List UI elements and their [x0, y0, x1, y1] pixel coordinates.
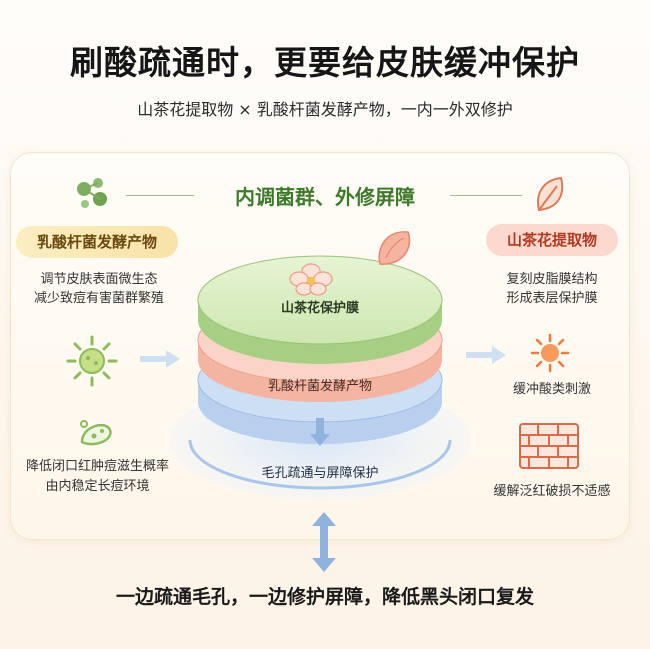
- header-divider-left: [126, 195, 194, 196]
- camellia-petal-icon: [378, 231, 411, 265]
- right-desc-1-line-1: 复刻皮脂膜结构: [506, 272, 598, 287]
- page-subtitle: 山茶花提取物 × 乳酸杆菌发酵产物，一内一外双修护: [137, 100, 513, 119]
- pill-lactobacillus: 乳酸杆菌发酵产物: [16, 226, 178, 258]
- page-title: 刷酸疏通时，更要给皮肤缓冲保护: [70, 43, 580, 82]
- right-desc-1-line-2: 形成表层保护膜: [506, 291, 598, 306]
- brick-wall-icon: [519, 423, 579, 469]
- left-desc-1-line-1: 调节皮肤表面微生态: [40, 272, 158, 287]
- layer-label-top: 山茶花保护膜: [280, 301, 359, 316]
- camellia-flower-icon: [289, 263, 333, 296]
- right-desc-2: 缓冲酸类刺激: [512, 382, 591, 397]
- header-divider-right: [450, 195, 522, 196]
- double-arrow-icon: [312, 512, 336, 572]
- arrow-right-right: [466, 346, 506, 364]
- layer-label-middle: 乳酸杆菌发酵产物: [267, 379, 372, 394]
- bacteria-cluster-icon: [77, 178, 107, 208]
- right-desc-3: 缓解泛红破损不适感: [493, 484, 611, 499]
- footer-tagline: 一边疏通毛孔，一边修护屏障，降低黑头闭口复发: [115, 586, 534, 608]
- left-desc-1-line-2: 减少致痘有害菌群繁殖: [33, 291, 164, 306]
- sun-burst-icon: [530, 333, 570, 373]
- probiotic-icon: [80, 420, 112, 446]
- pill-camellia: 山茶花提取物: [486, 224, 618, 256]
- card-heading: 内调菌群、外修屏障: [235, 185, 415, 209]
- left-desc-2-line-2: 由内稳定长痘环境: [45, 479, 150, 494]
- layer-label-base: 毛孔疏通与屏障保护: [261, 466, 379, 481]
- left-desc-2-line-1: 降低闭口红肿痘滋生概率: [25, 459, 169, 474]
- layer-stack-diagram: [170, 255, 470, 500]
- leaf-icon: [537, 176, 564, 212]
- arrow-right-left: [140, 350, 180, 368]
- microbe-sun-icon: [66, 335, 118, 387]
